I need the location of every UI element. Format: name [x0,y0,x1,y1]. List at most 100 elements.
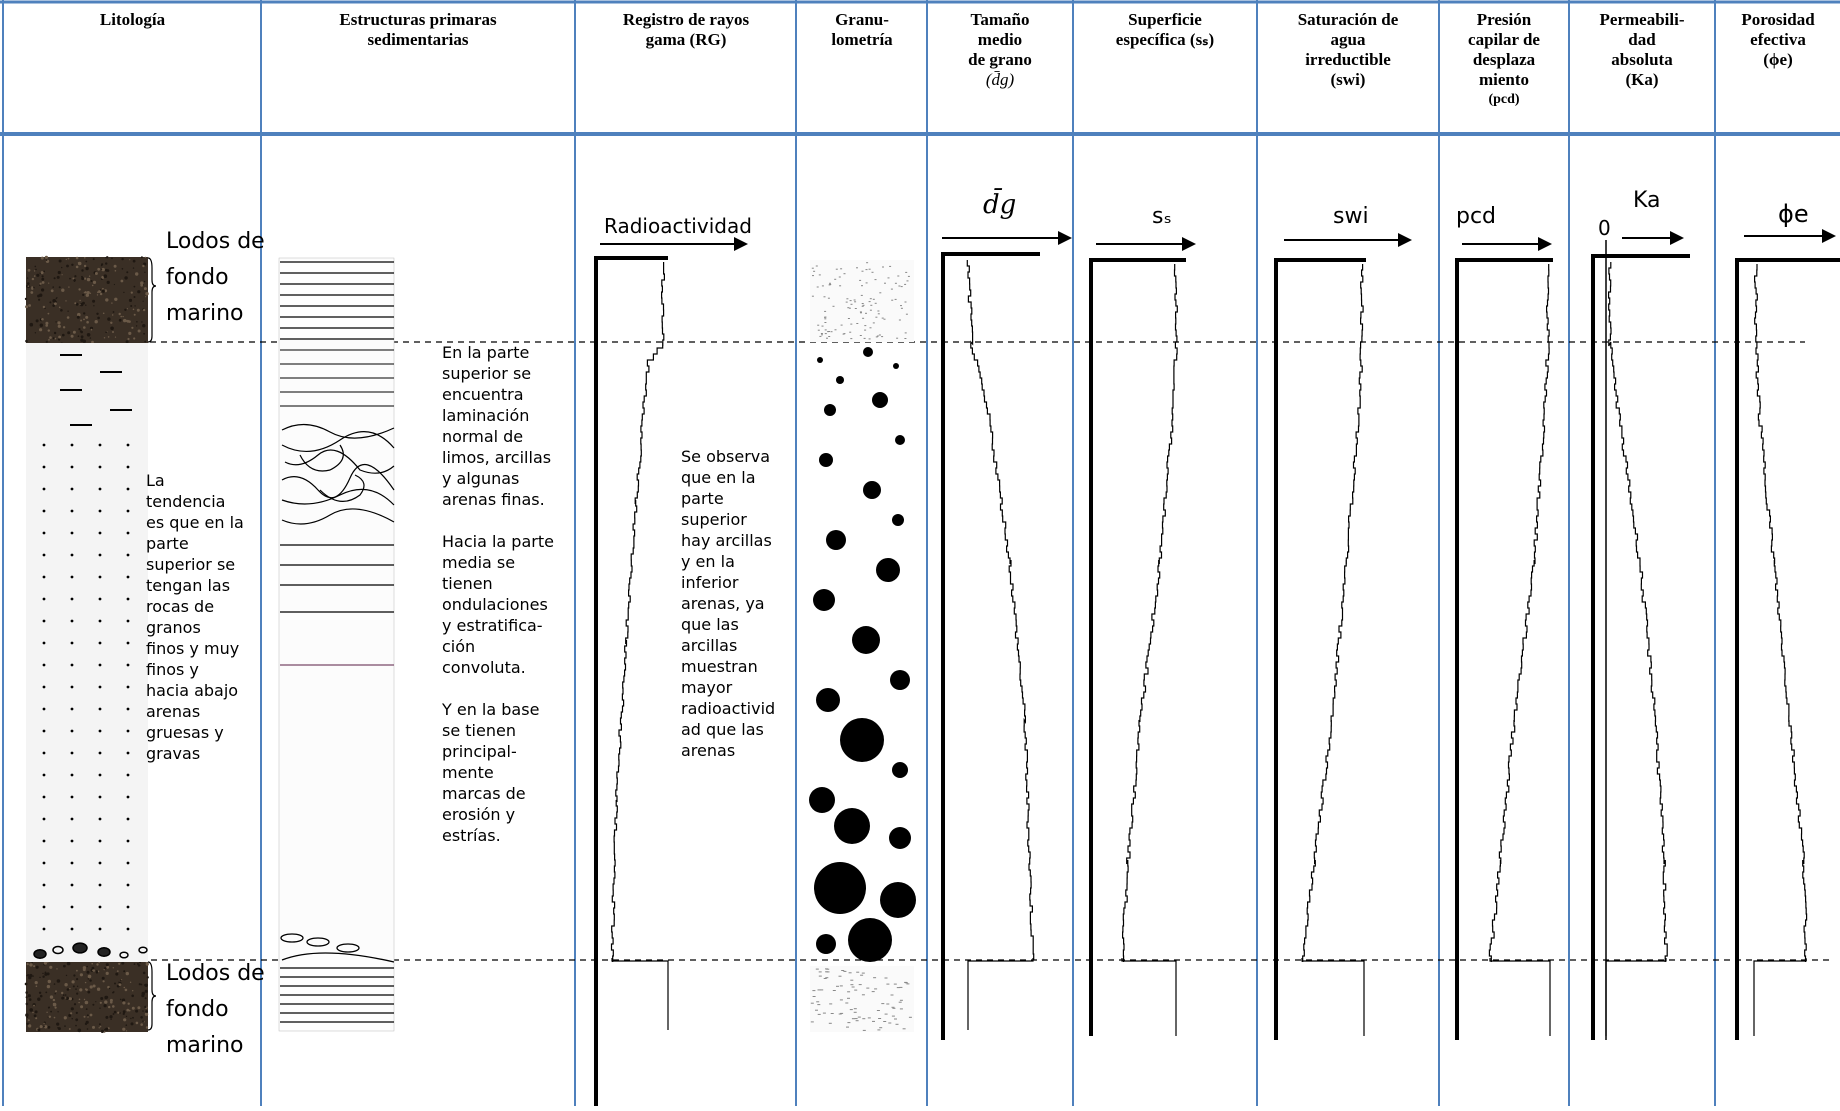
mud-speck [83,312,86,315]
fine-grain [824,329,827,331]
fine-grain [872,322,875,324]
fine-grain [815,1009,818,1011]
sand-dot [98,883,102,887]
mud-speck [27,994,31,998]
fine-grain [822,1012,826,1014]
fine-grain [824,333,827,335]
fine-grain [864,325,867,327]
mud-speck [28,304,31,307]
fine-grain [821,285,824,287]
fine-grain [836,985,839,987]
mud-speck [73,974,76,977]
mud-speck [54,337,57,340]
sand-dot [42,531,46,535]
mud-speck [105,262,108,265]
sand-dot [70,553,74,557]
sand-dot [70,839,74,843]
header-litologia: Litología [99,10,166,29]
sand-dot [42,619,46,623]
mud-speck [64,1025,66,1027]
saturacion-curve-base [1301,958,1365,1036]
mud-speck [46,984,51,989]
mud-speck [89,979,92,982]
mud-speck [85,304,87,306]
sand-dot [98,751,102,755]
fine-grain [864,329,867,331]
mud-speck [85,1008,88,1010]
presion-curve-base [1489,958,1551,1036]
mud-speck [47,1006,50,1009]
sand-dot [70,773,74,777]
sand-dot [126,597,130,601]
mud-speck [48,339,50,341]
fine-grain [838,975,842,977]
mud-speck [42,975,45,978]
fine-grain [825,971,829,973]
mud-speck [44,255,49,259]
fine-grain [839,985,843,987]
mud-speck [77,1028,82,1033]
fine-grain [835,268,838,270]
sand-dot [42,795,46,799]
mud-speck [29,322,34,327]
sand-dot [126,443,130,447]
rg-curve-base [611,958,669,1030]
mud-speck [105,1027,109,1031]
mud-speck [102,312,105,315]
superficie-curve-label: sₛ [1152,204,1172,229]
grain-ball [840,718,884,762]
fine-grain [906,280,909,282]
fine-grain [894,282,897,284]
grain-ball [892,514,904,526]
mud-speck [99,289,102,291]
sand-dot [42,443,46,447]
mud-speck [113,1010,117,1014]
mud-speck [123,970,126,973]
grain-ball [893,363,899,369]
fine-grain [879,292,882,294]
sand-dot [70,751,74,755]
mud-speck [87,990,91,994]
fine-grain [900,307,903,309]
mud-speck [53,277,56,280]
mud-speck [140,983,143,986]
fine-grain [898,285,901,287]
mud-speck [43,961,48,965]
mud-speck [57,1011,59,1013]
mud-speck [84,1022,88,1026]
sand-dot [42,707,46,711]
sand-dot [126,531,130,535]
mud-speck [120,315,122,318]
grain-ball [872,392,888,408]
fine-grain [908,1016,912,1018]
mud-speck [36,273,40,277]
mud-speck [42,972,44,975]
mud-top [26,257,148,343]
mud-speck [82,339,87,343]
fine-grain [878,1018,882,1019]
fine-grain [904,338,907,339]
porosidad-curve-label: ϕe [1778,200,1809,228]
mud-speck [133,296,136,298]
mud-speck [143,332,146,335]
fine-grain [894,1018,897,1020]
convolute-lamina [284,449,395,474]
mud-speck [27,285,30,288]
mud-speck [114,297,118,301]
fine-grain [820,989,824,991]
mud-speck [101,267,105,272]
mud-speck [135,325,138,327]
mud-speck [54,1006,57,1009]
mud-speck [26,277,29,279]
fine-grain [856,267,858,269]
mud-speck [25,339,28,343]
mud-speck [54,302,57,306]
mud-speck [91,340,94,344]
fine-grain [877,310,880,312]
gravel-pebble [33,949,47,959]
mud-speck [100,997,104,1000]
mud-speck [80,335,84,339]
